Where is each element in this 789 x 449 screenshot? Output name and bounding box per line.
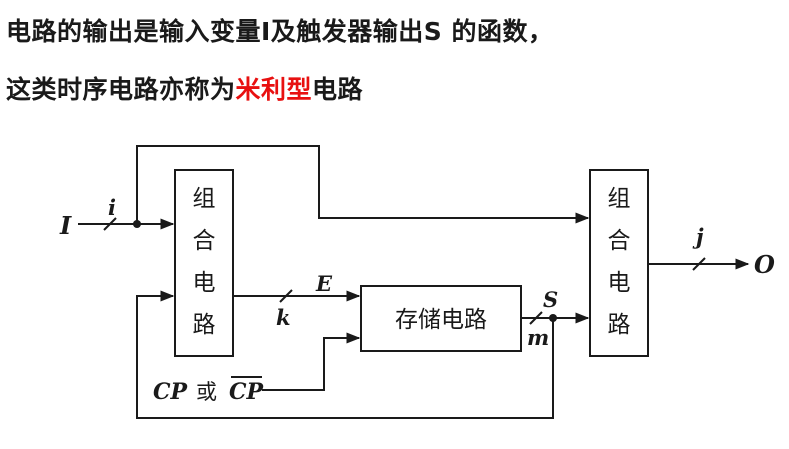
junction-dot-i — [133, 220, 141, 228]
headline-line-1: 电路的输出是输入变量I及触发器输出S 的函数， — [6, 12, 554, 48]
output-label-o: O — [754, 250, 775, 279]
headline-line-2-prefix: 这类时序电路亦称为 — [6, 75, 236, 104]
bus-label-k: k — [276, 305, 291, 330]
wire-clock — [262, 332, 361, 391]
wire-i-bypass — [136, 145, 590, 224]
headline-line-1-text: 电路的输出是输入变量I及触发器输出S 的函数， — [6, 17, 554, 46]
state-label-s: S — [543, 287, 558, 312]
wire-state-feedback — [136, 290, 554, 419]
storage-block-label: 存储电路 — [395, 307, 487, 333]
junction-dot-s — [549, 314, 557, 322]
slash-k — [279, 289, 293, 303]
headline-line-2-suffix: 电路 — [312, 75, 364, 104]
bus-label-m: m — [527, 325, 549, 350]
slash-m — [529, 311, 543, 325]
headline-line-2: 这类时序电路亦称为米利型电路 — [6, 70, 363, 106]
block-left-label: 组合电路 — [193, 186, 216, 338]
bus-label-j: j — [692, 224, 704, 249]
clock-label-cp-bar: CP — [229, 379, 265, 405]
excitation-label-e: E — [315, 271, 333, 296]
bus-label-i: i — [108, 195, 116, 220]
block-right-label: 组合电路 — [608, 186, 631, 338]
mealy-type-highlight: 米利型 — [235, 75, 313, 104]
clock-label-cp: CP — [153, 379, 189, 405]
combinational-block-left — [174, 169, 234, 357]
slash-j — [692, 257, 706, 271]
slash-i — [103, 217, 117, 231]
clock-label-or: 或 — [196, 380, 217, 404]
input-label-i-upper: I — [59, 211, 72, 240]
